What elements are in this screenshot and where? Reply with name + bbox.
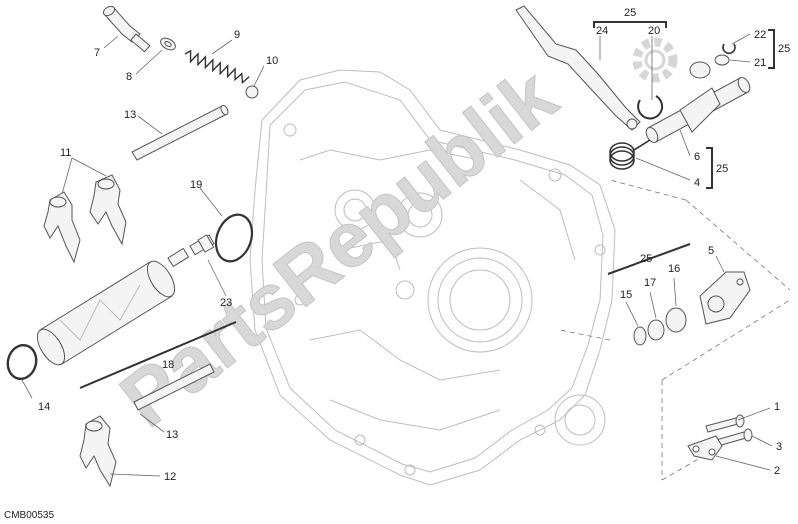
callout-6: 6 xyxy=(694,151,700,163)
part-21-washer xyxy=(714,54,730,66)
part-19-oring xyxy=(214,213,254,263)
callout-16: 16 xyxy=(668,263,680,275)
callout-2: 2 xyxy=(774,465,780,477)
callout-labels: 7 8 9 10 13 11 19 23 18 14 13 12 25 24 2… xyxy=(38,7,790,483)
part-6-shift-shaft xyxy=(645,61,751,143)
callout-24: 24 xyxy=(596,25,608,37)
callout-4: 4 xyxy=(694,177,700,189)
callout-19: 19 xyxy=(190,179,202,191)
diagram-code: CMB00535 xyxy=(4,510,54,521)
callout-3: 3 xyxy=(776,441,782,453)
callout-21: 21 xyxy=(754,57,766,69)
part-13-rod-upper xyxy=(131,104,229,161)
part-23-pin xyxy=(189,234,215,256)
callout-13-lower: 13 xyxy=(166,429,178,441)
callout-8: 8 xyxy=(126,71,132,83)
part-17-washer xyxy=(647,319,665,341)
callout-5: 5 xyxy=(708,245,714,257)
callout-25-middle: 25 xyxy=(640,253,652,265)
callout-17: 17 xyxy=(644,277,656,289)
callout-25-top: 25 xyxy=(624,7,636,19)
callout-10: 10 xyxy=(266,55,278,67)
part-24-shift-lever xyxy=(515,5,641,131)
part-2-plate xyxy=(687,435,723,461)
callout-7: 7 xyxy=(94,47,100,59)
callout-1: 1 xyxy=(774,401,780,413)
part-15-ring xyxy=(633,326,647,346)
gear-watermark-icon xyxy=(632,37,678,83)
group-brackets xyxy=(79,21,775,389)
part-9-spring xyxy=(184,49,250,85)
callout-23: 23 xyxy=(220,297,232,309)
callout-11: 11 xyxy=(60,147,71,159)
callout-14: 14 xyxy=(38,401,50,413)
callout-22: 22 xyxy=(754,29,766,41)
callout-9: 9 xyxy=(234,29,240,41)
callout-15: 15 xyxy=(620,289,632,301)
part-12-fork xyxy=(79,415,117,488)
part-8-washer xyxy=(160,37,176,51)
callout-25-right: 25 xyxy=(778,43,790,55)
part-1-bolts xyxy=(705,414,753,447)
callout-20: 20 xyxy=(648,25,660,37)
callout-25-spring: 25 xyxy=(716,163,728,175)
part-11-shift-forks xyxy=(43,174,127,264)
part-22-clip xyxy=(722,43,736,55)
part-10-ball xyxy=(245,85,259,99)
part-20-circlip xyxy=(637,95,664,120)
part-16-bearing xyxy=(665,307,687,333)
assembly-dash-lines xyxy=(559,179,791,481)
callout-13-upper: 13 xyxy=(124,109,136,121)
part-13-rod-lower xyxy=(133,363,215,411)
crankcase-half xyxy=(249,69,616,486)
selector-drum xyxy=(36,247,190,366)
part-4-torsion-spring xyxy=(609,139,651,170)
leader-lines xyxy=(21,33,773,477)
callout-12: 12 xyxy=(164,471,176,483)
part-5-cover-plate xyxy=(699,271,751,325)
callout-18: 18 xyxy=(162,359,174,371)
part-7-pin xyxy=(102,5,151,53)
part-14-snap-ring xyxy=(6,343,38,381)
